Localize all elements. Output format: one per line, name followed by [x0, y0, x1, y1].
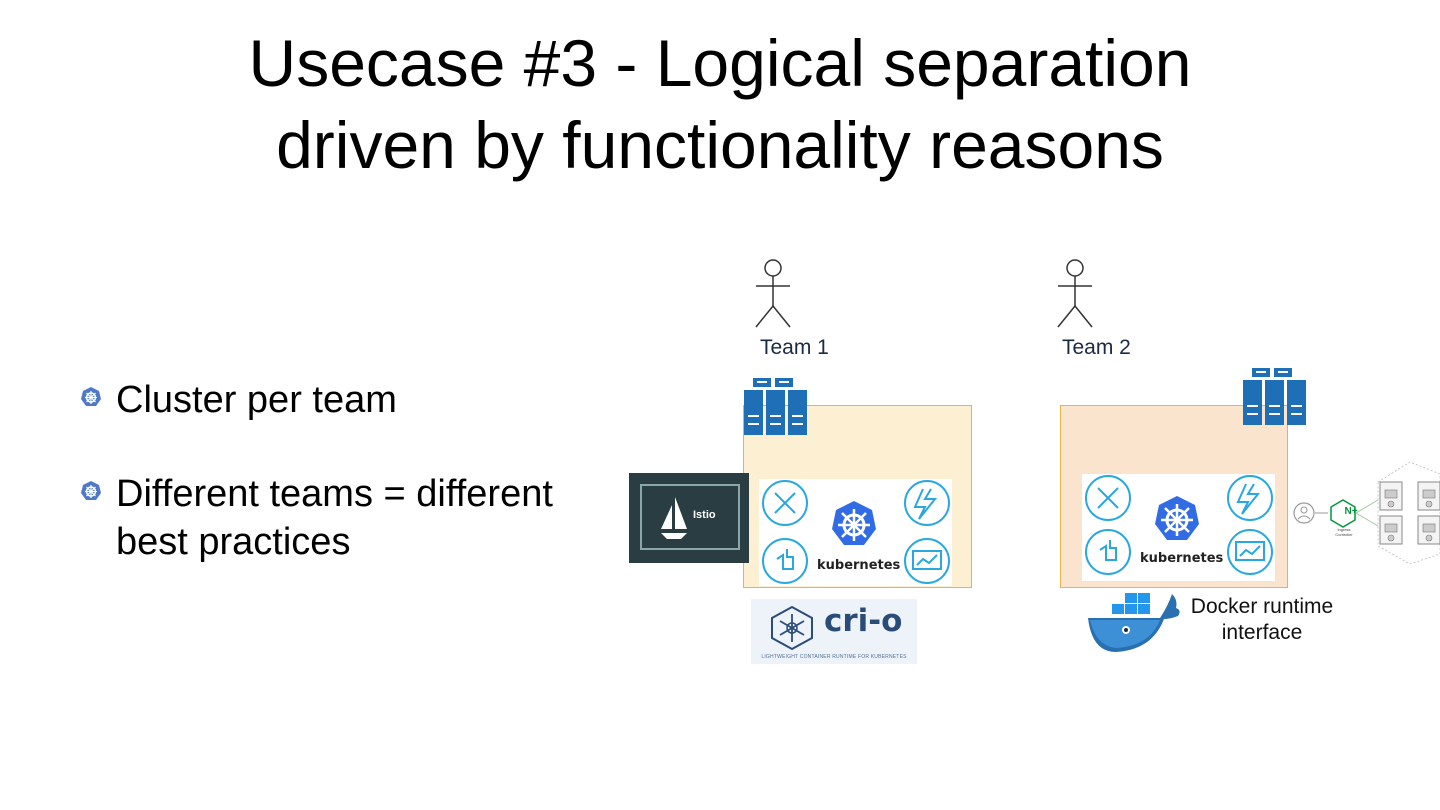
bullet-text-line-1: Different teams = different: [116, 473, 553, 515]
istio-sail-icon: [661, 497, 687, 539]
kubernetes-logo-icon: [1155, 496, 1199, 540]
docker-whale-icon: [1088, 593, 1180, 652]
istio-label: Istio: [693, 509, 716, 521]
nginx-plus-badge: N+: [1344, 506, 1358, 517]
bullet-list: Cluster per team Different teams = diffe…: [80, 376, 620, 612]
user-icon: [1293, 502, 1315, 524]
kubernetes-logo-icon: [832, 501, 876, 545]
nginx-plus-icon: [1330, 499, 1356, 528]
team-2-kubernetes-tools-icons: [1085, 475, 1273, 575]
ingress-controller-label: Ingress Controller: [1326, 527, 1362, 537]
team-2-person-icon: [1057, 259, 1093, 328]
bullet-item: Different teams = different best practic…: [80, 470, 620, 566]
crio-logo: cri-o LIGHTWEIGHT CONTAINER RUNTIME FOR …: [751, 599, 917, 664]
crio-label: cri-o: [824, 603, 903, 639]
team-1-kubernetes-panel: kubernetes: [759, 479, 952, 586]
team-1-label: Team 1: [760, 336, 829, 359]
crio-snowflake-icon: [771, 605, 813, 651]
docker-label-line-2: interface: [1221, 621, 1303, 644]
ingress-controller-diagram: [1293, 461, 1440, 565]
team-1-person-icon: [755, 259, 791, 328]
docker-runtime-label: Docker runtime interface: [1172, 594, 1352, 646]
team-2-label: Team 2: [1062, 336, 1131, 359]
team-2-kubernetes-panel: kubernetes: [1082, 474, 1275, 581]
kubernetes-bullet-icon: [81, 387, 101, 406]
bullet-item: Cluster per team: [80, 376, 620, 424]
team-2-kubernetes-label: kubernetes: [1140, 551, 1224, 566]
docker-label-line-1: Docker runtime: [1190, 595, 1334, 618]
ingress-label-line-1: Ingress: [1337, 527, 1351, 532]
istio-frame: [640, 484, 740, 550]
slide-title: Usecase #3 - Logical separation driven b…: [0, 22, 1440, 186]
istio-panel: Istio: [629, 473, 749, 563]
crio-tagline: LIGHTWEIGHT CONTAINER RUNTIME FOR KUBERN…: [761, 654, 907, 660]
team-1-kubernetes-label: kubernetes: [817, 558, 901, 573]
bullet-text: Cluster per team: [116, 379, 397, 421]
title-line-1: Usecase #3 - Logical separation: [248, 26, 1192, 100]
ingress-label-line-2: Controller: [1335, 532, 1353, 537]
team-1-server-icon: [744, 378, 807, 435]
bullet-text-line-2: best practices: [116, 521, 351, 563]
title-line-2: driven by functionality reasons: [276, 108, 1164, 182]
team-2-server-icon: [1243, 368, 1306, 425]
team-1-kubernetes-tools-icons: [762, 480, 950, 584]
kubernetes-bullet-icon: [81, 481, 101, 500]
